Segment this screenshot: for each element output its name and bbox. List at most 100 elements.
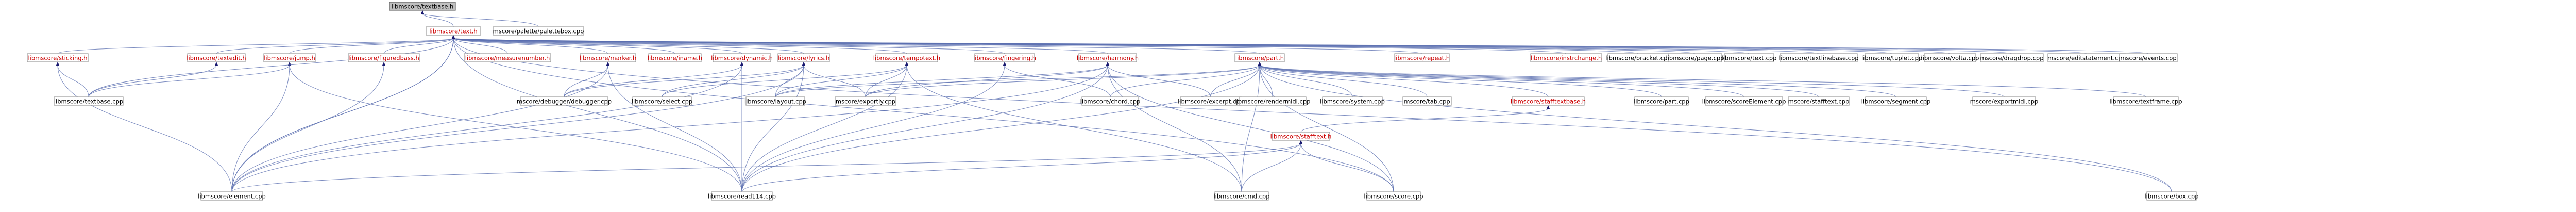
node-chord-cpp[interactable]: libmscore/chord.cpp <box>1080 96 1141 106</box>
node-cmd-cpp[interactable]: libmscore/cmd.cpp <box>1213 191 1270 201</box>
edge-textbase_cpp-to-text_h <box>88 38 454 97</box>
edge-read114_cpp-to-part_h <box>741 64 1260 192</box>
edge-textedit_h-to-text_h <box>216 38 454 54</box>
node-debugger-cpp[interactable]: mscore/debugger/debugger.cpp <box>517 96 612 106</box>
node-box <box>1865 96 1927 106</box>
node-textbase-cpp[interactable]: libmscore/textbase.cpp <box>54 96 124 106</box>
node-label: libmscore/score.cpp <box>1364 193 1423 200</box>
edge-tab_cpp-to-part_h <box>1259 64 1428 97</box>
node-box <box>648 53 702 62</box>
node-rendermidi-cpp[interactable]: libmscore/rendermidi.cpp <box>1235 96 1311 106</box>
edge-read114_cpp-to-fingering_h <box>741 64 1005 192</box>
node-box <box>1634 96 1689 106</box>
node-tempotext-h[interactable]: libmscore/tempotext.h <box>873 53 940 62</box>
node-box <box>493 26 584 36</box>
node-label: libmscore/sticking.h <box>28 55 87 62</box>
node-text-h[interactable]: libmscore/text.h <box>426 26 481 36</box>
node-bracket-cpp[interactable]: libmscore/bracket.cpp <box>1605 53 1671 62</box>
edge-excerpt_cpp-to-harmony_h <box>1107 64 1211 97</box>
node-exportly-cpp[interactable]: mscore/exportly.cpp <box>835 96 896 106</box>
node-score-cpp[interactable]: libmscore/score.cpp <box>1364 191 1423 201</box>
node-box <box>1724 53 1774 62</box>
edge-system_cpp-to-part_h <box>1259 64 1353 97</box>
node-lyrics-h[interactable]: libmscore/lyrics.h <box>777 53 830 62</box>
node-read114-cpp[interactable]: libmscore/read114.cpp <box>708 191 776 201</box>
node-textbase-h[interactable]: libmscore/textbase.h <box>389 2 456 11</box>
node-box <box>632 96 692 106</box>
node-label: libmscore/textbase.cpp <box>54 98 123 105</box>
node-textedit-h[interactable]: libmscore/textedit.h <box>187 53 246 62</box>
node-stafftextbase-h[interactable]: libmscore/stafftextbase.h <box>1511 96 1586 106</box>
node-label: libmscore/box.cpp <box>2144 193 2198 200</box>
node-sticking-h[interactable]: libmscore/sticking.h <box>27 53 89 62</box>
edge-box_cpp-to-text_h <box>453 38 2172 192</box>
node-marker-h[interactable]: libmscore/marker.h <box>580 53 637 62</box>
edge-cmd_cpp-to-harmony_h <box>1107 64 1242 192</box>
node-label: libmscore/read114.cpp <box>708 193 776 200</box>
node-box <box>974 53 1035 62</box>
arrowhead-score_cpp-to-stafftext_h <box>1299 140 1303 144</box>
node-box <box>1239 96 1307 106</box>
node-label: libmscore/fingering.h <box>973 55 1036 62</box>
arrowhead-read114_cpp-to-fingering_h <box>1003 62 1007 66</box>
node-page-cpp[interactable]: libmscore/page.cpp <box>1666 53 1724 62</box>
node-palettebox-cpp[interactable]: mscore/palette/palettebox.cpp <box>493 26 584 36</box>
node-dragdrop-cpp[interactable]: mscore/dragdrop.cpp <box>1980 53 2044 62</box>
node-tab-cpp[interactable]: mscore/tab.cpp <box>1402 96 1452 106</box>
node-dynamic-h[interactable]: libmscore/dynamic.h <box>711 53 773 62</box>
node-select-cpp[interactable]: libmscore/select.cpp <box>632 96 692 106</box>
node-scoreElement-cpp[interactable]: libmscore/scoreElement.cpp <box>1702 96 1786 106</box>
node-iname-h[interactable]: libmscore/iname.h <box>648 53 702 62</box>
edge-exportmidi_cpp-to-part_h <box>1259 64 2005 97</box>
node-box <box>777 53 830 62</box>
node-box <box>1322 96 1383 106</box>
node-tuplet-cpp[interactable]: libmscore/tuplet.cpp <box>1861 53 1922 62</box>
node-figuredbass-h[interactable]: libmscore/figuredbass.h <box>348 53 420 62</box>
edge-element_cpp-to-sticking_h <box>57 64 232 192</box>
node-fingering-h[interactable]: libmscore/fingering.h <box>973 53 1036 62</box>
node-box <box>1972 96 2036 106</box>
node-textframe-cpp[interactable]: libmscore/textframe.cpp <box>2109 96 2182 106</box>
node-label: libmscore/bracket.cpp <box>1605 55 1671 62</box>
arrowhead-textbase_cpp-to-text_h <box>451 35 455 39</box>
edge-marker_h-to-text_h <box>453 38 608 54</box>
edge-score_cpp-to-stafftext_h <box>1300 143 1394 192</box>
node-volta-cpp[interactable]: libmscore/volta.cpp <box>1921 53 1979 62</box>
node-instrchange-h[interactable]: libmscore/instrchange.h <box>1530 53 1602 62</box>
node-box <box>348 53 420 62</box>
node-measurenumber-h[interactable]: libmscore/measurenumber.h <box>464 53 551 62</box>
node-jump-h[interactable]: libmscore/jump.h <box>263 53 316 62</box>
node-element-cpp[interactable]: libmscore/element.cpp <box>198 191 266 201</box>
node-textlinebase-cpp[interactable]: libmscore/textlinebase.cpp <box>1778 53 1859 62</box>
node-label: libmscore/measurenumber.h <box>465 55 550 62</box>
edge-jump_h-to-text_h <box>289 38 454 54</box>
node-events-cpp[interactable]: mscore/events.cpp <box>2119 53 2178 62</box>
node-box <box>1512 96 1585 106</box>
node-label: libmscore/harmony.h <box>1077 55 1139 62</box>
node-repeat-h[interactable]: libmscore/repeat.h <box>1394 53 1450 62</box>
node-box <box>2146 191 2197 201</box>
edge-events_cpp-to-text_h <box>453 38 2149 54</box>
node-segment-cpp[interactable]: libmscore/segment.cpp <box>1861 96 1931 106</box>
edge-element_cpp-to-marker_h <box>231 64 608 192</box>
edge-scoreElement_cpp-to-part_h <box>1259 64 1744 97</box>
edge-cmd_cpp-to-tempotext_h <box>906 64 1242 192</box>
arrowhead-stafftext_h-to-stafftextbase_h <box>1546 105 1550 109</box>
edge-element_cpp-to-figuredbass_h <box>231 64 384 192</box>
node-part-cpp[interactable]: libmscore/part.cpp <box>1634 96 1689 106</box>
node-part-h[interactable]: libmscore/part.h <box>1234 53 1285 62</box>
node-box <box>1530 53 1602 62</box>
node-harmony-h[interactable]: libmscore/harmony.h <box>1077 53 1139 62</box>
node-excerpt-cpp[interactable]: libmscore/excerpt.cpp <box>1178 96 1244 106</box>
node-exportmidi-cpp[interactable]: mscore/exportmidi.cpp <box>1970 96 2039 106</box>
edge-debugger_cpp-to-marker_h <box>564 64 608 97</box>
node-stafftext-h[interactable]: libmscore/stafftext.h <box>1270 132 1332 141</box>
node-label: libmscore/instrchange.h <box>1531 55 1602 62</box>
node-system-cpp[interactable]: libmscore/system.cpp <box>1320 96 1385 106</box>
node-stafftext-cpp[interactable]: mscore/stafftext.cpp <box>1788 96 1850 106</box>
node-box <box>263 53 316 62</box>
node-box-cpp[interactable]: libmscore/box.cpp <box>2144 191 2199 201</box>
node-text-cpp[interactable]: libmscore/text.cpp <box>1722 53 1777 62</box>
node-layout-cpp[interactable]: libmscore/layout.cpp <box>744 96 806 106</box>
node-editstatement-cpp[interactable]: mscore/editstatement.cpp <box>2047 53 2126 62</box>
